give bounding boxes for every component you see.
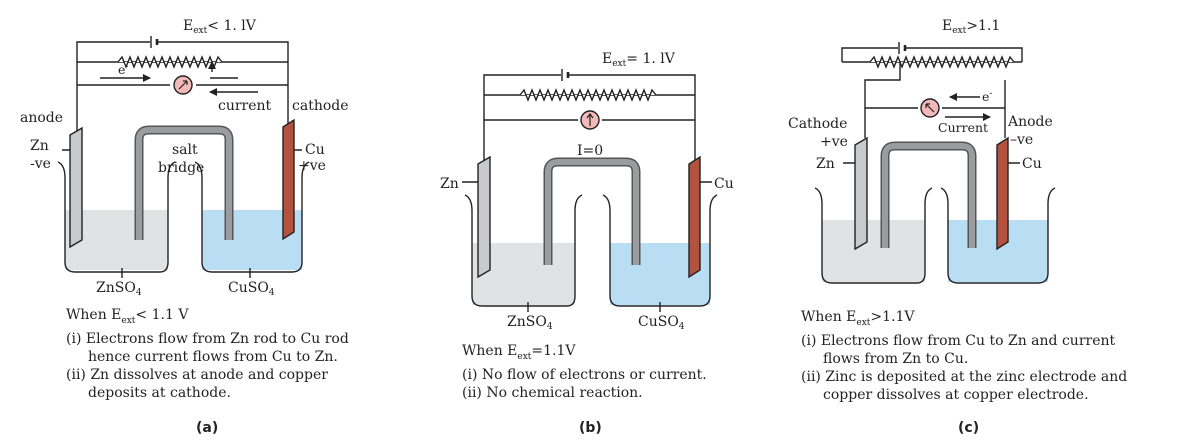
zn-beaker <box>464 194 583 307</box>
caption-b: When Eext=1.1V (i) No flow of electrons … <box>462 342 707 402</box>
cuso4-label-b: CuSO4 <box>638 314 685 332</box>
anode-label-a: anode <box>20 110 63 126</box>
cu-rod <box>996 136 1009 251</box>
battery-icon <box>898 42 907 54</box>
external-circuit-wire <box>76 41 289 120</box>
caption-a: When Eext< 1.1 V (i) Electrons flow from… <box>66 306 349 402</box>
zn-beaker <box>57 161 176 273</box>
eext-label-b: Eext= 1. lV <box>602 51 676 69</box>
panel-b-tag: (b) <box>579 420 602 436</box>
condition-c: When Eext>1.1V <box>801 309 915 328</box>
caption-c-line1: (i) Electrons flow from Cu to Zn and cur… <box>801 332 1116 349</box>
zn-label-a: Zn <box>30 138 49 154</box>
external-circuit-wire <box>841 47 1023 62</box>
panel-c <box>814 42 1056 284</box>
zn-beaker <box>814 187 933 284</box>
panel-c-labels: Eext>1.1 e- Current Cathode +ve Anode –v… <box>788 18 1053 172</box>
salt-label: salt <box>172 142 198 158</box>
caption-b-line2: (ii) No chemical reaction. <box>462 384 643 401</box>
cu-rod <box>688 155 701 279</box>
cathode-label-c: Cathode <box>788 116 847 132</box>
panel-b <box>462 69 718 312</box>
anode-label-c: Anode <box>1007 114 1053 130</box>
current-label-a: current <box>218 98 272 114</box>
eext-label-c: Eext>1.1 <box>942 18 1000 36</box>
current-label-c: Current <box>938 120 988 135</box>
zn-sign-a: -ve <box>30 156 51 172</box>
zn-rod <box>854 136 868 251</box>
caption-c: When Eext>1.1V (i) Electrons flow from C… <box>801 308 1127 404</box>
zn-rod <box>477 155 491 279</box>
battery-icon <box>150 36 159 48</box>
cu-label-a: Cu <box>305 142 325 158</box>
caption-a-line3: (ii) Zn dissolves at anode and copper <box>66 366 328 383</box>
cu-label-b: Cu <box>714 176 734 192</box>
caption-c-line2: flows from Zn to Cu. <box>823 350 969 367</box>
cuso4-label-a: CuSO4 <box>228 280 275 298</box>
electron-label-c: e- <box>982 89 992 104</box>
panel-c-tag: (c) <box>958 420 980 436</box>
caption-c-line4: copper dissolves at copper electrode. <box>823 386 1089 403</box>
znso4-label-b: ZnSO4 <box>507 314 553 332</box>
cathode-label-a: cathode <box>292 98 349 114</box>
panel-a <box>57 36 310 278</box>
external-circuit-wire <box>483 74 696 152</box>
rheostat-icon <box>869 55 1015 69</box>
caption-b-line1: (i) No flow of electrons or current. <box>462 366 707 383</box>
panel-a-tag: (a) <box>196 420 219 436</box>
caption-a-line4: deposits at cathode. <box>88 384 231 401</box>
cathode-sign-c: +ve <box>820 134 848 150</box>
rheostat-icon <box>519 88 657 102</box>
zn-label-c: Zn <box>816 156 835 172</box>
eext-label-a: Eext< 1. lV <box>183 18 257 36</box>
cu-sign-a: +ve <box>298 158 326 174</box>
zn-label-b: Zn <box>440 176 459 192</box>
condition-b: When Eext=1.1V <box>462 343 576 362</box>
bridge-label: bridge <box>158 160 204 176</box>
caption-a-line1: (i) Electrons flow from Zn rod to Cu rod <box>66 330 349 347</box>
rheostat-icon <box>117 55 223 69</box>
cu-beaker <box>194 161 310 273</box>
caption-c-line3: (ii) Zinc is deposited at the zinc elect… <box>801 368 1128 385</box>
cu-label-c: Cu <box>1022 156 1042 172</box>
caption-a-line2: hence current flows from Cu to Zn. <box>88 348 338 365</box>
zero-current-label: I=0 <box>577 143 603 159</box>
panel-a-labels: Eext< 1. lV e- current cathode anode Zn … <box>20 18 349 298</box>
condition-a: When Eext< 1.1 V <box>66 307 189 326</box>
zn-rod <box>69 126 83 249</box>
cu-beaker <box>940 187 1056 284</box>
panel-b-labels: Eext= 1. lV I=0 Zn Cu ZnSO4 CuSO4 <box>440 51 734 332</box>
zinc-beaker-solution <box>822 220 925 282</box>
znso4-label-a: ZnSO4 <box>96 280 142 298</box>
cu-rod <box>282 118 295 241</box>
electron-label-a: e- <box>118 62 128 77</box>
battery-icon <box>561 69 570 81</box>
anode-sign-c: –ve <box>1010 132 1033 148</box>
